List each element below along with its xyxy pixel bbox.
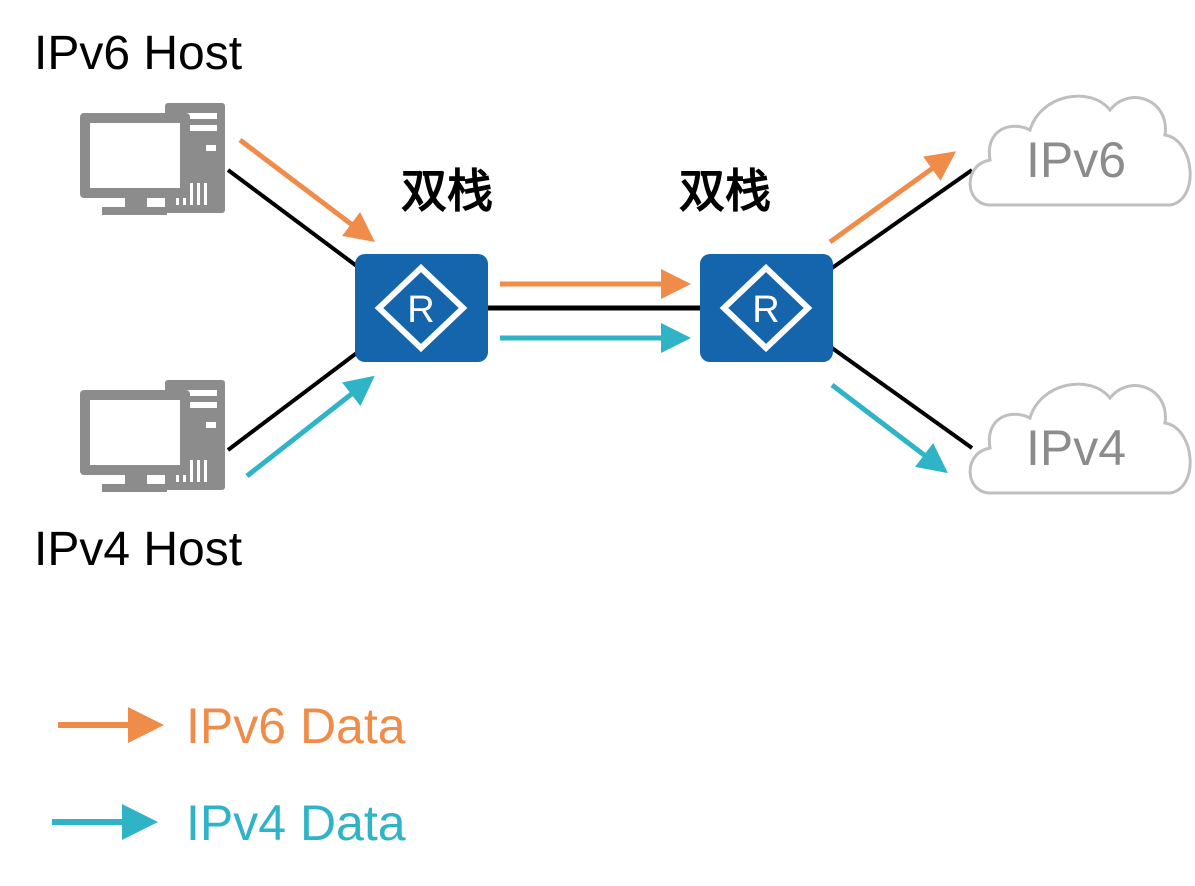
ipv6-flow-arrow-host-to-router [238, 138, 375, 243]
ipv4-cloud-icon [968, 382, 1192, 495]
ipv4-host-label: IPv4 Host [34, 523, 243, 576]
link-ipv6-host-left-router [226, 168, 360, 269]
ipv4-cloud-label: IPv4 [1026, 420, 1127, 476]
link-right-router-ipv4-cloud [830, 346, 974, 450]
link-ipv4-host-left-router [226, 350, 360, 452]
left-router-stack-label: 双栈 [401, 164, 493, 218]
ipv6-host-label: IPv6 Host [34, 27, 243, 80]
ipv6-flow-arrow-router-to-cloud [828, 151, 957, 245]
ipv6-cloud-label: IPv6 [1026, 132, 1127, 188]
left-router-icon: R [355, 254, 488, 362]
ipv6-cloud-icon [968, 94, 1192, 207]
right-router-stack-label: 双栈 [679, 164, 771, 218]
ipv4-host-computer-icon [80, 380, 225, 492]
ipv4-flow-arrow-host-to-router [245, 375, 375, 478]
right-router-icon: R [700, 254, 833, 362]
ipv6-host-computer-icon [80, 103, 225, 215]
ipv4-flow-arrow-router-to-cloud [830, 383, 948, 474]
right-router-glyph: R [752, 289, 779, 331]
legend-ipv4-label: IPv4 Data [186, 795, 406, 851]
left-router-glyph: R [407, 289, 434, 331]
link-right-router-ipv6-cloud [830, 168, 974, 270]
legend-ipv6-label: IPv6 Data [186, 698, 406, 754]
